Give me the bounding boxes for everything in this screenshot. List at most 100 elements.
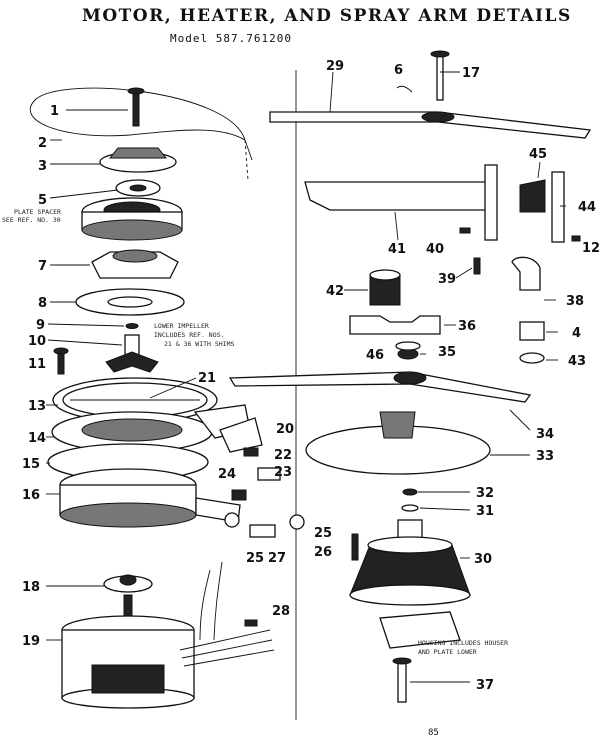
screw-part-40 (459, 227, 471, 234)
hose-part-27 (249, 524, 276, 538)
callout-9: 9 (36, 318, 45, 333)
callout-1: 1 (50, 104, 59, 119)
note-impeller-2: INCLUDES REF. NOS. (154, 331, 224, 339)
screw-part-30b (351, 533, 359, 561)
callout-21: 21 (198, 371, 216, 386)
callout-7: 7 (38, 259, 47, 274)
shim-part-36 (349, 315, 441, 335)
callout-4: 4 (572, 326, 581, 341)
callout-23: 23 (274, 465, 292, 480)
bolt-part-37 (392, 657, 412, 703)
screw-part-39 (473, 257, 481, 275)
pump-motor (61, 594, 275, 709)
callout-44: 44 (578, 200, 596, 215)
leader-lines (46, 71, 566, 683)
bolt-part-17 (430, 50, 450, 101)
callout-40: 40 (426, 242, 444, 257)
callout-10: 10 (28, 334, 46, 349)
callout-19: 19 (22, 634, 40, 649)
clip-part-20 (219, 417, 263, 453)
callout-33: 33 (536, 449, 554, 464)
clamp-part-25b (289, 514, 305, 530)
callout-2: 2 (38, 136, 47, 151)
callout-25-right: 25 (314, 526, 332, 541)
callout-15: 15 (22, 457, 40, 472)
pump-body (91, 249, 179, 279)
connector-part-28 (244, 619, 258, 627)
spray-arm-support (304, 164, 498, 241)
clip-part-24 (231, 489, 247, 501)
page-number: 85 (428, 728, 439, 738)
note-impeller-1: LOWER IMPELLER (154, 322, 209, 330)
model-number: Model 587.761200 (170, 32, 292, 45)
seal-part-31 (401, 504, 419, 512)
washer (125, 323, 139, 329)
callout-20: 20 (276, 422, 294, 437)
callout-28: 28 (272, 604, 290, 619)
screw-part-1 (127, 87, 145, 127)
plate-spacer (81, 197, 183, 241)
callout-36: 36 (458, 319, 476, 334)
gasket (75, 288, 185, 316)
pump-housing (51, 404, 251, 453)
lower-spray-arm (228, 371, 532, 403)
callout-27: 27 (268, 551, 286, 566)
plate-lower (379, 611, 461, 649)
note-plate-spacer-1: PLATE SPACER (14, 208, 61, 216)
callout-41: 41 (388, 242, 406, 257)
plate-part-44 (551, 171, 565, 243)
callout-16: 16 (22, 488, 40, 503)
callout-46: 46 (366, 348, 384, 363)
screw-part-12 (571, 235, 581, 242)
callout-24: 24 (218, 467, 236, 482)
lower-impeller (105, 334, 159, 373)
pump-housing-30 (349, 519, 471, 606)
callout-30: 30 (474, 552, 492, 567)
sleeve-part-23 (257, 467, 281, 481)
gear-part (115, 179, 161, 197)
callout-31: 31 (476, 504, 494, 519)
clamp-part-25a (224, 512, 240, 528)
callout-26: 26 (314, 545, 332, 560)
note-impeller-3: 21 & 36 WITH SHIMS (164, 340, 235, 348)
upper-spray-arm (269, 111, 592, 139)
washer-part-43 (519, 352, 545, 364)
callout-11: 11 (28, 357, 46, 372)
callout-3: 3 (38, 159, 47, 174)
heater-element (29, 87, 253, 161)
note-housing-2: AND PLATE LOWER (418, 648, 477, 656)
spray-disc (305, 411, 491, 475)
callout-35: 35 (438, 345, 456, 360)
callout-32: 32 (476, 486, 494, 501)
bolt-part-11 (53, 347, 69, 375)
callout-6: 6 (394, 63, 403, 78)
callout-13: 13 (28, 399, 46, 414)
page-title: MOTOR, HEATER, AND SPRAY ARM DETAILS (82, 6, 572, 26)
note-housing-1: HOUSING INCLUDES HOUSER (418, 639, 508, 647)
callout-39: 39 (438, 272, 456, 287)
clip-part-6 (396, 85, 413, 93)
callout-45: 45 (529, 147, 547, 162)
callout-38: 38 (566, 294, 584, 309)
cap-part-4 (519, 321, 545, 341)
motor-top-cap (103, 574, 153, 593)
callout-14: 14 (28, 431, 46, 446)
bracket-part-45 (519, 179, 546, 213)
elbow-part-38 (511, 256, 541, 291)
callout-18: 18 (22, 580, 40, 595)
washer-part-32 (402, 488, 418, 496)
callout-34: 34 (536, 427, 554, 442)
filter-cap (99, 147, 177, 173)
motor-wires (199, 561, 223, 641)
callout-22: 22 (274, 448, 292, 463)
callout-5: 5 (38, 193, 47, 208)
callout-42: 42 (326, 284, 344, 299)
bearing-part-42 (369, 269, 401, 306)
clip-part-22 (243, 447, 259, 457)
callout-8: 8 (38, 296, 47, 311)
callout-29: 29 (326, 59, 344, 74)
callout-37: 37 (476, 678, 494, 693)
motor-mount-base (59, 468, 241, 528)
callout-25-left: 25 (246, 551, 264, 566)
